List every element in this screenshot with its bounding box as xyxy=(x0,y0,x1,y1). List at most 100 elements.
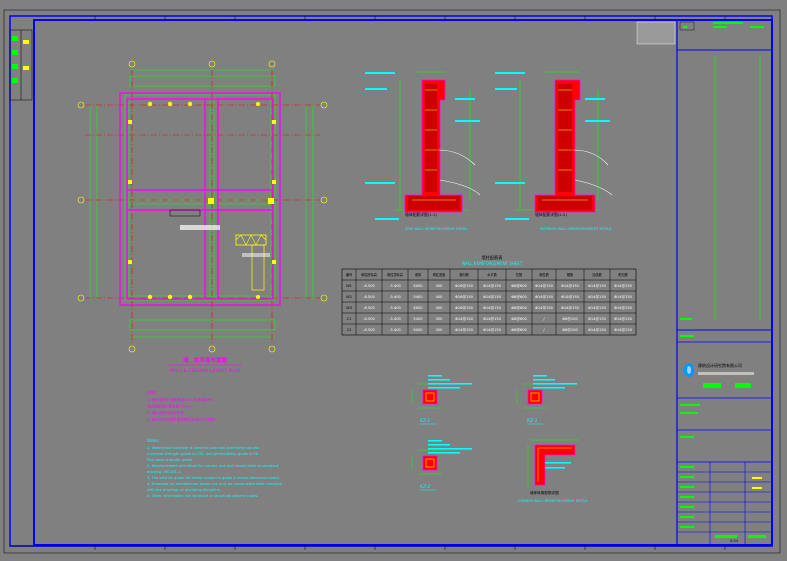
table-cell: 6000 xyxy=(413,284,423,288)
kz3-label: KZ-3 xyxy=(527,418,537,424)
table-cell: Φ8@600 xyxy=(511,306,527,310)
table-cell: -6.500 xyxy=(363,328,375,332)
table-cell: Φ14@150 xyxy=(588,328,607,332)
table-header-cell: 墙柱宽度 xyxy=(433,272,447,277)
table-header-cell: 暗柱筋 xyxy=(539,272,549,277)
plan-axes xyxy=(85,70,320,345)
table-cell: Φ16@150 xyxy=(455,306,474,310)
table-cell: Φ8@100 xyxy=(562,317,578,321)
table-cell: Φ14@150 xyxy=(614,284,633,288)
table-cell: -5.400 xyxy=(389,317,401,321)
table-header-cell: 水平筋 xyxy=(487,272,497,277)
table-cell: Φ14@150 xyxy=(614,317,633,321)
table-cell: 300 xyxy=(436,328,444,332)
table-cell: C1 xyxy=(347,317,352,321)
wall-reinforcement-table: 墙柱配筋表 WALL REINFORCEMENT SHEET 编号 墙柱底标高 墙柱… xyxy=(341,254,637,336)
corner-label: 墙体转角配筋详图 xyxy=(530,490,559,495)
note-line-en: 1. Waterproof concrete is used for pool … xyxy=(147,446,261,450)
note-line-en: 2. Reinforcement and detail for column a… xyxy=(147,464,278,468)
left-margin-strip xyxy=(9,29,33,101)
table-cell: Φ14@150 xyxy=(483,328,502,332)
corner-caption: CORNER WALL REINFORCEMENT DETAIL xyxy=(518,499,588,503)
table-cell: 300 xyxy=(436,317,444,321)
table-cell: Φ14@150 xyxy=(535,284,554,288)
column-markers xyxy=(128,101,276,300)
table-title-en: WALL REINFORCEMENT SHEET xyxy=(462,261,523,266)
table-header-cell: 编号 xyxy=(346,272,352,277)
title-block: 建筑设计研究院有限公司 S-04 xyxy=(636,19,773,546)
table-cell: Φ14@150 xyxy=(483,284,502,288)
table-cell: 400 xyxy=(436,306,444,310)
table-cell: Φ14@150 xyxy=(588,306,607,310)
note-line-en: Pool base strength grade. xyxy=(147,458,193,462)
kz1-detail: KZ-1 xyxy=(411,375,472,425)
table-cell: Φ14@150 xyxy=(561,295,580,299)
table-cell: 400 xyxy=(436,295,444,299)
note-line-cn: 3. 施工时应与建筑图纸核对无误后方可施工. xyxy=(147,417,217,422)
table-cell: Φ14@150 xyxy=(614,328,633,332)
table-cell: W2 xyxy=(346,295,352,299)
plan-walls xyxy=(119,92,281,306)
grid-ticks xyxy=(94,16,726,550)
table-cell: 5400 xyxy=(413,317,423,321)
kz2-label: KZ-2 xyxy=(420,484,430,490)
table-header-cell: 加强筋 xyxy=(592,272,602,277)
table-cell: Φ14@150 xyxy=(561,306,580,310)
note-line-cn: 2. 墙柱配筋详见配筋表. xyxy=(147,410,185,415)
note-line-en: 3. The seismic grade for frame column is… xyxy=(147,476,280,480)
left-detail-label: 墙体配筋详图(1-1) xyxy=(405,212,437,217)
kz3-detail: KZ-3 xyxy=(516,375,577,425)
right-detail-label: 墙体配筋详图(2-2) xyxy=(535,212,567,217)
table-cell: Φ14@150 xyxy=(483,306,502,310)
table-cell: W3 xyxy=(346,306,352,310)
table-title-cn: 墙柱配筋表 xyxy=(482,254,504,261)
table-header-cell: 墙柱底标高 xyxy=(361,272,377,277)
plan-dimensions xyxy=(89,69,314,338)
table-cell: 6000 xyxy=(413,306,423,310)
table-cell: / xyxy=(543,317,545,321)
table-cell: Φ14@150 xyxy=(483,295,502,299)
table-cell: Φ8@600 xyxy=(511,284,527,288)
table-cell: -6.500 xyxy=(363,317,375,321)
table-cell: Φ14@150 xyxy=(614,306,633,310)
kz1-label: KZ-1 xyxy=(420,418,430,424)
note-line-en: Concrete strength grade is C35, Anti-per… xyxy=(147,452,259,456)
kz2-detail: KZ-2 xyxy=(411,440,472,491)
table-cell: Φ14@150 xyxy=(455,317,474,321)
general-notes: 说明: 1. 墙体混凝土强度等级C35, 抗渗等级P6. 墙体钢筋保护层厚度25… xyxy=(147,389,282,498)
table-cell: C2 xyxy=(347,328,352,332)
table-cell: Φ8@600 xyxy=(511,328,527,332)
table-cell: Φ14@150 xyxy=(588,317,607,321)
plan-title-cn: 墙、柱平面布置图 xyxy=(183,356,228,364)
interior-wall-detail: 墙体配筋详图(2-2) INTERIOR WALL REINFORCEMENT … xyxy=(495,71,613,231)
table-cell: 5400 xyxy=(413,295,423,299)
plan-title-en: WALL & COLUMN LAYOUT PLAN xyxy=(170,368,240,374)
table-cell: 6000 xyxy=(413,328,423,332)
table-cell: Φ8@600 xyxy=(511,295,527,299)
table-cell: -5.400 xyxy=(389,328,401,332)
table-cell: -6.500 xyxy=(363,295,375,299)
table-cell: Φ14@150 xyxy=(535,306,554,310)
table-cell: -5.400 xyxy=(389,306,401,310)
note-line-en: 5. Other information can be found in str… xyxy=(147,494,258,498)
table-cell: Φ16@150 xyxy=(455,284,474,288)
wall-column-plan: 墙、柱平面布置图 WALL & COLUMN LAYOUT PLAN xyxy=(77,60,328,374)
note-line-en: drawing 16G101-1. xyxy=(147,470,182,474)
table-cell: Φ16@150 xyxy=(455,295,474,299)
table-header-cell: 拉筋 xyxy=(516,272,522,277)
side-wall-detail: 墙体配筋详图(1-1) SIDE WALL REINFORCEMENT DETA… xyxy=(365,71,481,231)
notes-header-cn: 说明: xyxy=(147,389,156,395)
table-cell: Φ8@100 xyxy=(562,328,578,332)
title-block-marks xyxy=(680,22,766,538)
pit-hatch xyxy=(169,209,270,291)
table-header-cell: 墙柱顶标高 xyxy=(387,272,403,277)
table-cell: Φ14@150 xyxy=(483,317,502,321)
note-line-cn: 1. 墙体混凝土强度等级C35, 抗渗等级P6. xyxy=(147,397,213,402)
notes-header-en: Notes: xyxy=(147,438,160,443)
table-cell: / xyxy=(543,328,545,332)
column-details: KZ-1 KZ-2 KZ-3 墙体转角配筋详图 CO xyxy=(411,375,588,503)
table-cell: Φ14@150 xyxy=(588,295,607,299)
table-cell: Φ14@150 xyxy=(588,284,607,288)
